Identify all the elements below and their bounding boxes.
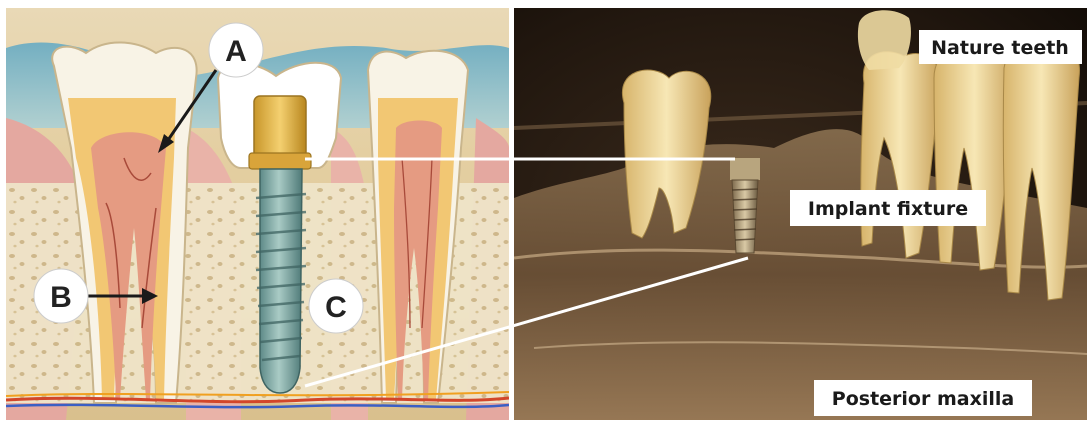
- abutment: [254, 96, 306, 158]
- label-c-text: C: [325, 291, 347, 324]
- implant-fixture-model: [732, 180, 758, 253]
- natural-tooth-top: [858, 10, 911, 70]
- abutment-collar: [249, 153, 311, 169]
- nature-teeth-label: Nature teeth: [931, 37, 1069, 59]
- dental-model-photo: Nature teeth Implant fixture Posterior m…: [514, 8, 1087, 420]
- implant-fixture-label: Implant fixture: [808, 198, 968, 220]
- label-b-text: B: [50, 281, 72, 314]
- label-a-text: A: [225, 35, 247, 68]
- tooth-illustration-svg: A B C: [6, 8, 509, 420]
- tooth-cross-section-illustration: A B C: [6, 8, 509, 420]
- posterior-maxilla-label: Posterior maxilla: [832, 388, 1014, 410]
- implant-fixture-head: [730, 158, 760, 180]
- dental-model-svg: Nature teeth Implant fixture Posterior m…: [514, 8, 1087, 420]
